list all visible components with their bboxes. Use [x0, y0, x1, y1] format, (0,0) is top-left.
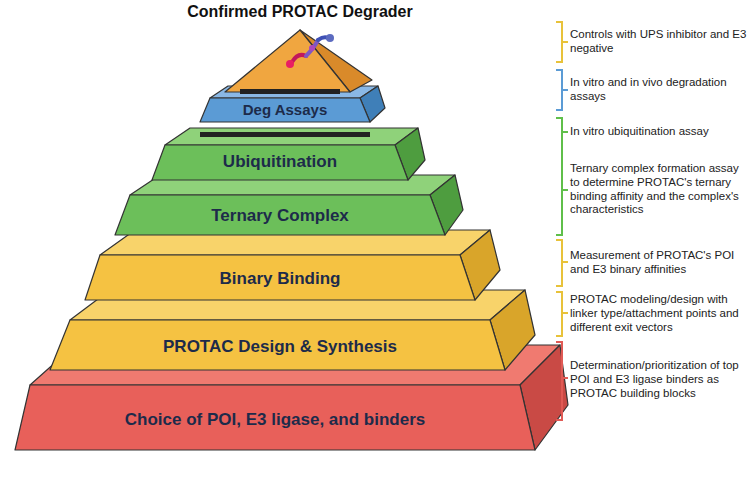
pyramid-layer: Ubiquitination — [160, 152, 400, 172]
pyramid-layer: Deg Assays — [205, 101, 365, 119]
pyramid-layer: PROTAC Design & Synthesis — [60, 337, 500, 357]
annotation-note: In vitro ubiquitination assay — [570, 125, 748, 139]
pyramid-layer: Choice of POI, E3 ligase, and binders — [25, 410, 525, 430]
annotation-note: Controls with UPS inhibitor and E3 negat… — [570, 28, 748, 56]
annotation-note: Ternary complex formation assay to deter… — [570, 162, 748, 217]
annotation-note: Measurement of PROTAC's POI and E3 binar… — [570, 249, 748, 277]
layer-label: Choice of POI, E3 ligase, and binders — [25, 410, 525, 430]
layer-label: Ternary Complex — [122, 206, 438, 226]
pyramid-title: Confirmed PROTAC Degrader — [0, 3, 600, 21]
pyramid-layer: Ternary Complex — [122, 206, 438, 226]
layer-label: PROTAC Design & Synthesis — [60, 337, 500, 357]
layer-label: Deg Assays — [205, 101, 365, 119]
annotation-note: PROTAC modeling/design with linker type/… — [570, 293, 748, 334]
layer-label: Ubiquitination — [160, 152, 400, 172]
pyramid-layer: Binary Binding — [92, 269, 468, 289]
layer-label: Binary Binding — [92, 269, 468, 289]
annotation-note: Determination/prioritization of top POI … — [570, 359, 748, 400]
annotation-note: In vitro and in vivo degradation assays — [570, 76, 748, 104]
